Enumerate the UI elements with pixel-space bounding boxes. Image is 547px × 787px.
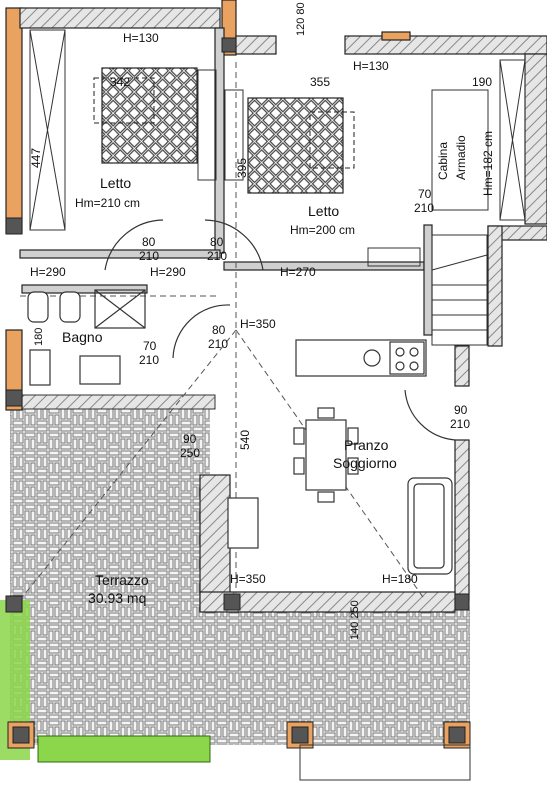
pillars: [5, 37, 471, 749]
staircase: [367, 234, 488, 346]
railing: [299, 744, 471, 781]
dining-table: [293, 407, 359, 503]
terrace-floor: [9, 394, 470, 745]
hedge: [0, 600, 211, 763]
bed-1: [93, 67, 198, 164]
sofa: [227, 477, 453, 575]
bed-2: [247, 97, 355, 194]
wardrobes: [29, 29, 526, 231]
door-swings: [104, 219, 456, 441]
bathroom-fixtures: [27, 289, 146, 386]
walls: [5, 0, 547, 613]
kitchen: [295, 339, 427, 377]
